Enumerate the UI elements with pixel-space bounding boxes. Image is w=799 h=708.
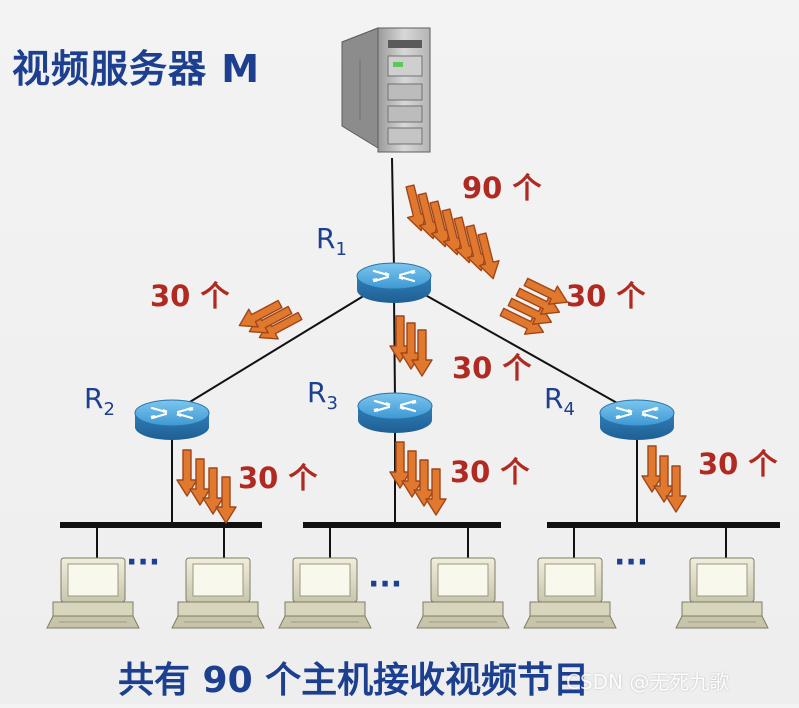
- ellipsis-middle: ···: [368, 567, 402, 602]
- flow-arrow: [641, 445, 663, 493]
- router-label-r2: R2: [84, 382, 115, 420]
- watermark: CSDN @无死九歌: [566, 670, 730, 694]
- flow-label-r4-lan: 30 个: [698, 447, 778, 481]
- lan-segments: [60, 522, 780, 560]
- flow-label-r1-r3: 30 个: [452, 351, 532, 385]
- flow-label-r3-lan: 30 个: [450, 455, 530, 489]
- router-r3: [356, 391, 434, 435]
- host-pc-6: [675, 557, 769, 629]
- arrow-bundle-r4-to-lan: [641, 445, 687, 513]
- footer-caption: 共有 90 个主机接收视频节目: [118, 660, 590, 701]
- flow-label-r1-r4: 30 个: [566, 279, 646, 313]
- router-r1: [355, 261, 433, 305]
- lan-bus-middle: [303, 522, 501, 528]
- flow-label-r2-lan: 30 个: [238, 461, 318, 495]
- link-server-r1: [391, 157, 395, 269]
- arrow-bundle-r1-to-r3: [389, 315, 433, 377]
- host-pc-3: [278, 557, 372, 629]
- arrow-bundle-r1-to-r4: [496, 272, 573, 342]
- ellipsis-right: ···: [614, 545, 648, 580]
- router-label-r1: R1: [316, 222, 347, 260]
- page-title: 视频服务器 M: [12, 47, 261, 91]
- router-label-r4: R4: [544, 382, 575, 420]
- host-pc-4: [416, 557, 510, 629]
- flow-label-r1-r2: 30 个: [150, 279, 230, 313]
- link-r1-r2: [179, 291, 371, 409]
- ellipsis-left: ···: [126, 545, 160, 580]
- router-r4: [598, 398, 676, 442]
- host-pc-5: [523, 557, 617, 629]
- lan-bus-right: [547, 522, 780, 528]
- host-pc-2: [171, 557, 265, 629]
- router-label-r3: R3: [307, 376, 338, 414]
- video-server-icon: [341, 27, 431, 153]
- router-r2: [133, 398, 211, 442]
- link-r1-r4: [419, 291, 627, 409]
- flow-label-server-r1: 90 个: [462, 171, 542, 205]
- arrow-bundle-r2-to-lan: [176, 449, 237, 524]
- lan-bus-left: [60, 522, 262, 528]
- arrow-bundle-r3-to-lan: [389, 441, 447, 516]
